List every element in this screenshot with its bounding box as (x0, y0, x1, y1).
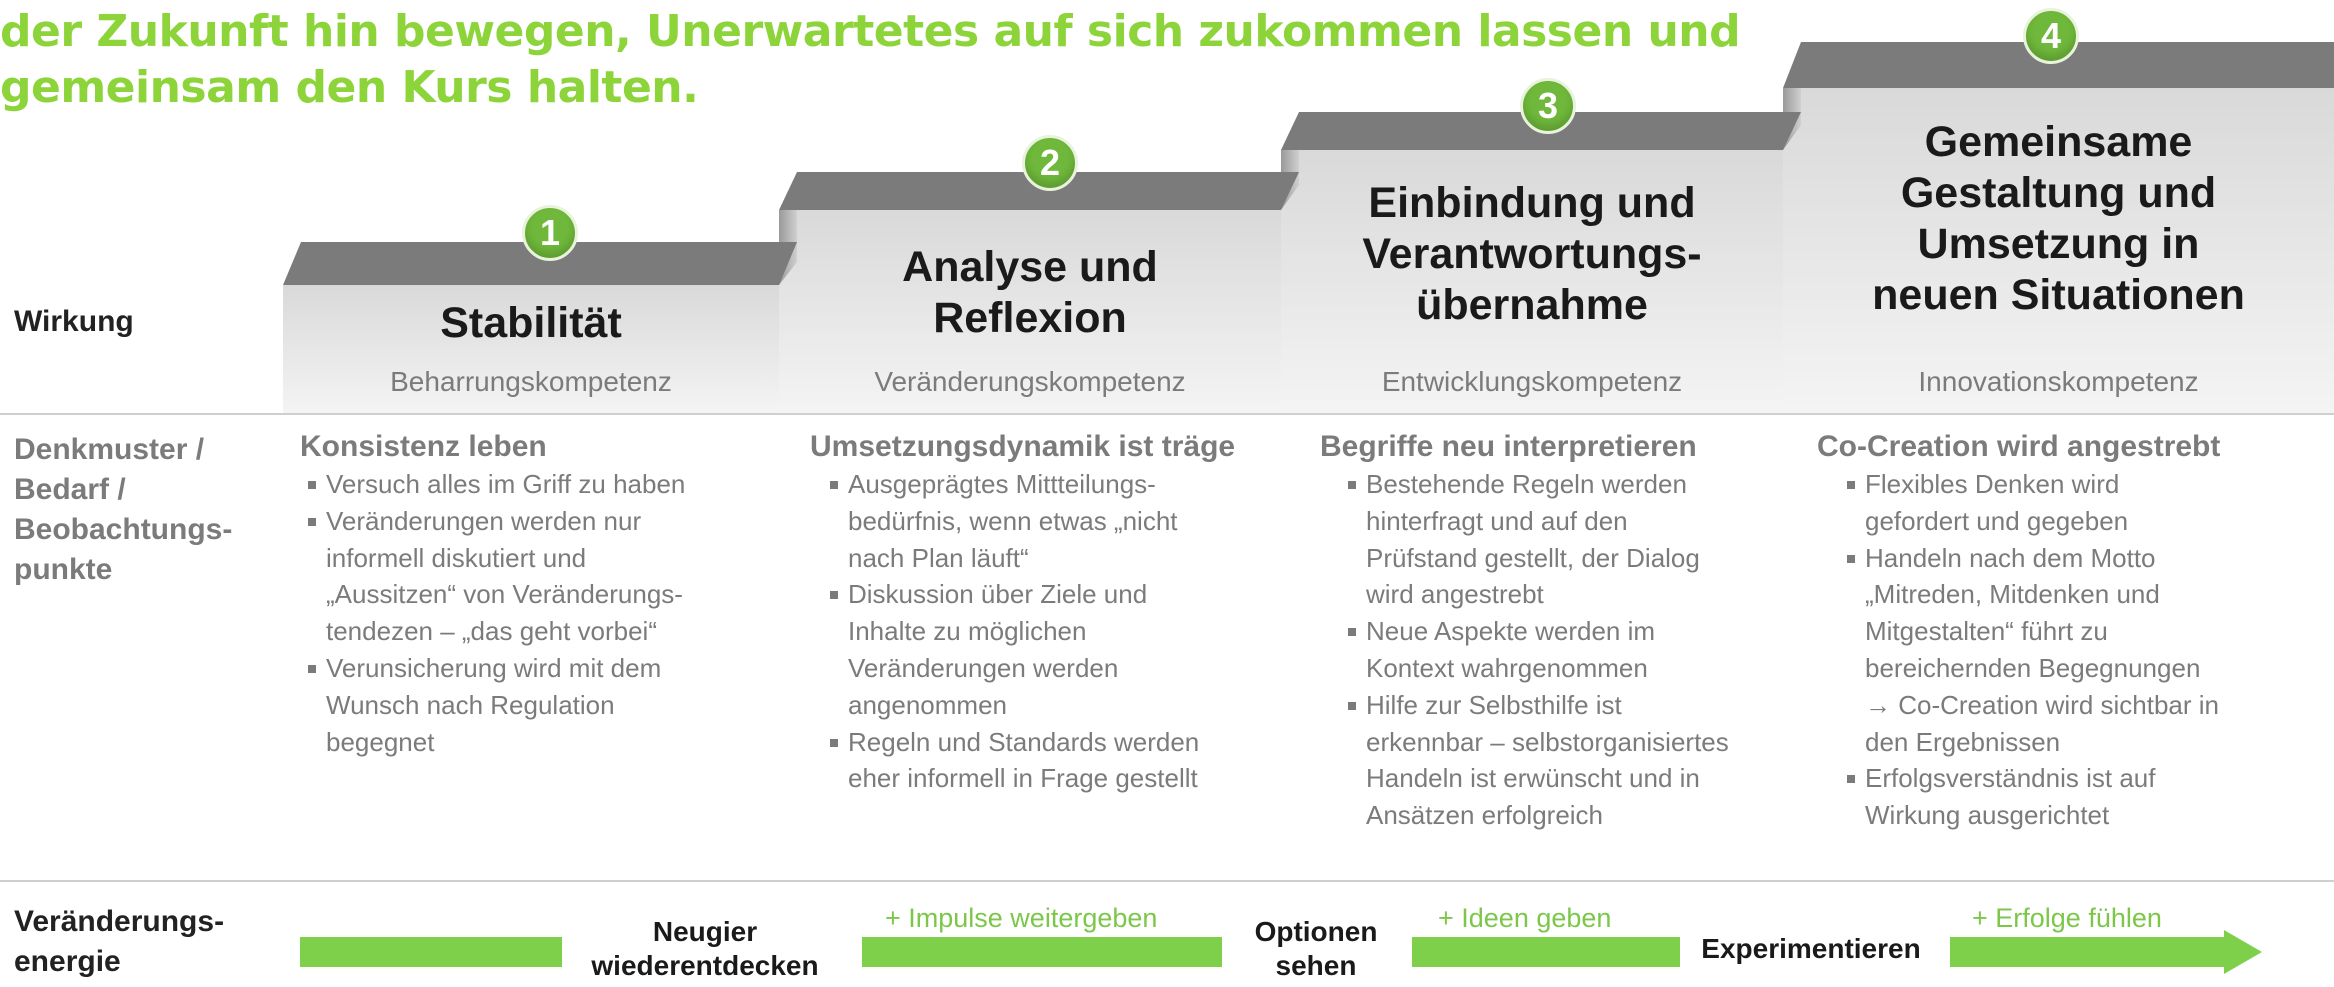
stage-4-column: Co-Creation wird angestrebt Flexibles De… (1817, 430, 2327, 834)
stage-3-kompetenz: Entwicklungskompetenz (1381, 366, 1683, 397)
stage-1-badge: 1 (522, 205, 578, 261)
energy-bar-3 (1412, 937, 1680, 967)
energy-word-experimentieren: Experimentieren (1701, 933, 1921, 964)
bullet-item: Flexibles Denken wird gefordert und gege… (1841, 466, 2327, 540)
stage-1-title: Stabilität (440, 299, 622, 347)
headline-line-2: gemeinsam den Kurs halten. (0, 62, 699, 113)
stair-body-4 (1783, 88, 2334, 413)
stage-1-column: Konsistenz leben Versuch alles im Griff … (300, 430, 770, 760)
stage-2-kompetenz: Veränderungskompetenz (874, 366, 1186, 397)
stage-1-heading: Konsistenz leben (300, 430, 547, 463)
energy-bar-2 (862, 937, 1222, 967)
stair-body-2 (779, 210, 1281, 413)
bullet-item: Neue Aspekte werden im Kontext wahrgenom… (1342, 613, 1800, 687)
bullet-item: Versuch alles im Griff zu haben (302, 466, 770, 503)
energy-word-neugier: Neugier wiederentdecken (591, 916, 819, 981)
stage-3-title: Einbindung und Verantwortungs- übernahme (1362, 179, 1702, 329)
stage-4-kompetenz: Innovationskompetenz (1918, 366, 2199, 397)
stage-4-badge: 4 (2023, 8, 2079, 64)
row-label-energie: Veränderungs- energie (14, 905, 225, 978)
stage-4-title: Gemeinsame Gestaltung und Umsetzung in n… (1872, 118, 2245, 319)
stage-4-heading: Co-Creation wird angestrebt (1817, 430, 2221, 463)
bullet-item: Ausgeprägtes Mittteilungs- bedürfnis, we… (824, 466, 1290, 576)
energy-word-optionen: Optionen sehen (1254, 916, 1378, 981)
row-label-wirkung: Wirkung (14, 305, 134, 338)
stage-3-heading: Begriffe neu interpretieren (1320, 430, 1697, 463)
energy-arrow-head (2224, 930, 2262, 974)
headline-line-1: der Zukunft hin bewegen, Unerwartetes au… (0, 6, 1741, 57)
bullet-item: Veränderungen werden nur informell disku… (302, 503, 770, 650)
stage-2-badge: 2 (1022, 135, 1078, 191)
energy-plus-ideen: + Ideen geben (1438, 903, 1612, 933)
stage-1-kompetenz: Beharrungskompetenz (390, 366, 672, 397)
stage-2-column: Umsetzungsdynamik ist träge Ausgeprägtes… (810, 430, 1290, 797)
bullet-item: Bestehende Regeln werden hinterfragt und… (1342, 466, 1800, 613)
stair-body-1 (283, 285, 779, 413)
stage-3-column: Begriffe neu interpretieren Bestehende R… (1320, 430, 1800, 834)
bullet-item: Hilfe zur Selbsthilfe ist erkennbar – se… (1342, 687, 1800, 834)
bullet-item: Regeln und Standards werden eher informe… (824, 724, 1290, 798)
stage-2-heading: Umsetzungsdynamik ist träge (810, 430, 1236, 463)
energy-bar-4 (1950, 937, 2224, 967)
row-label-denkmuster: Denkmuster / Bedarf / Beobachtungs- punk… (14, 433, 233, 586)
stair-tread-4 (1783, 42, 2334, 88)
bullet-item: Verunsicherung wird mit dem Wunsch nach … (302, 650, 770, 760)
divider-bottom (0, 880, 2334, 882)
stair-tread-1 (283, 242, 797, 285)
bullet-item: Diskussion über Ziele und Inhalte zu mög… (824, 576, 1290, 723)
bullet-item: Handeln nach dem Motto „Mitreden, Mitden… (1841, 540, 2327, 761)
stair-tread-2 (779, 172, 1299, 210)
stage-3-badge: 3 (1520, 78, 1576, 134)
stage-2-title: Analyse und Reflexion (902, 243, 1158, 342)
energy-bar-1 (300, 937, 562, 967)
stair-body-3 (1281, 150, 1783, 413)
divider-top (0, 413, 2334, 415)
energy-plus-impulse: + Impulse weitergeben (885, 903, 1158, 933)
bullet-item: Erfolgsverständnis ist auf Wirkung ausge… (1841, 760, 2327, 834)
energy-plus-erfolge: + Erfolge fühlen (1972, 903, 2162, 933)
